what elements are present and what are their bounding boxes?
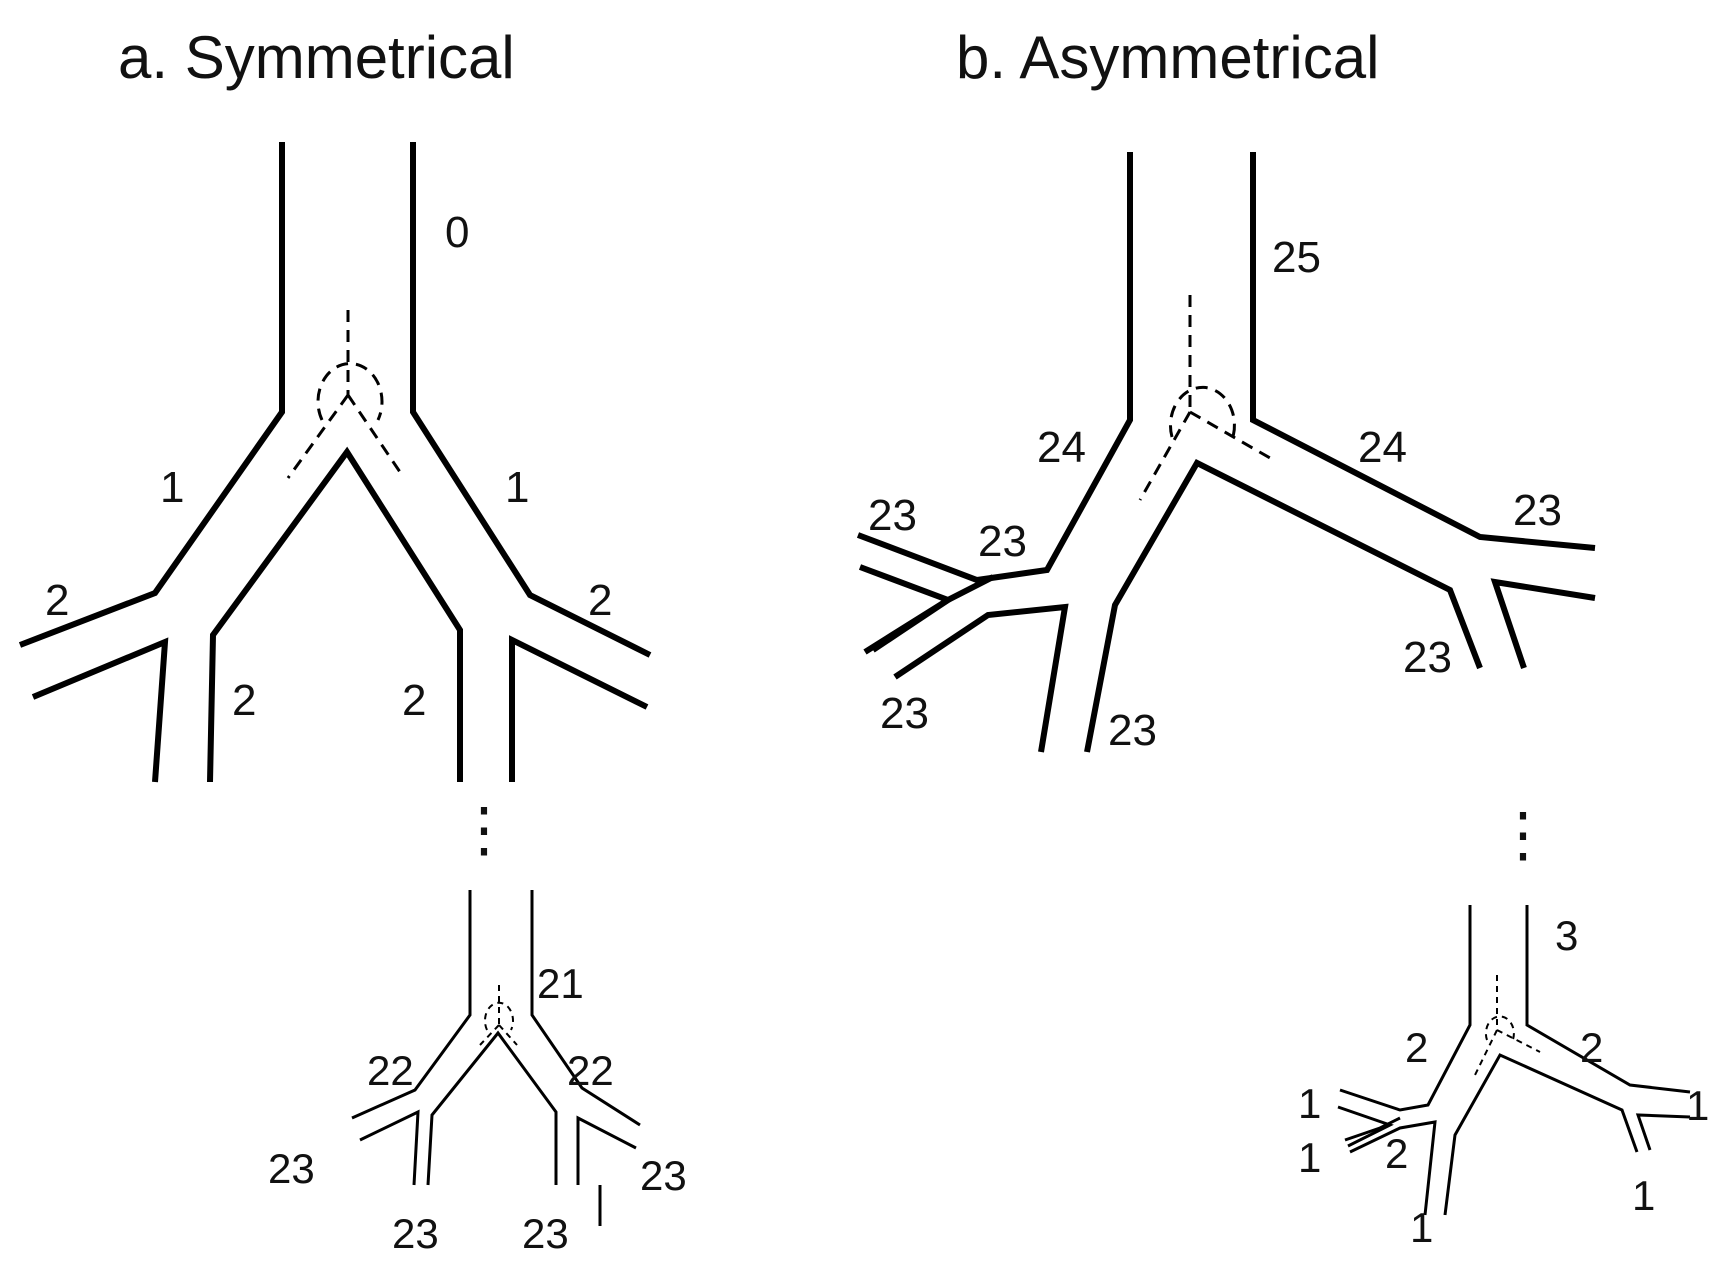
branch-wall	[18, 142, 285, 648]
branch-wall	[1344, 1116, 1401, 1142]
branch-wall	[359, 1109, 420, 1186]
generation-label: 21	[537, 960, 584, 1007]
axis-dashed-line	[286, 394, 350, 479]
branch-wall	[1337, 1105, 1394, 1148]
branch-wall	[856, 152, 1133, 584]
generation-label: 23	[978, 517, 1027, 566]
generation-label: 24	[1037, 423, 1086, 472]
generation-label: 24	[1358, 423, 1407, 472]
generation-label: 22	[567, 1047, 614, 1094]
generation-label: 23	[868, 491, 917, 540]
branch-wall	[1250, 152, 1596, 551]
generation-label: 2	[1405, 1024, 1428, 1071]
generation-label: 3	[1555, 912, 1578, 959]
branch-wall	[1339, 905, 1472, 1112]
generation-label: 1	[1632, 1172, 1655, 1219]
generation-label: 23	[640, 1152, 687, 1199]
generation-label: 2	[45, 576, 69, 625]
branching-angle-arc	[316, 362, 384, 421]
asymmetric-tree-upper	[856, 152, 1596, 753]
branching-angle-arc	[1168, 385, 1236, 441]
branch-wall	[1490, 578, 1596, 669]
branch-wall	[576, 1115, 637, 1185]
generation-label: 25	[1272, 233, 1321, 282]
generation-label: 23	[392, 1210, 439, 1257]
branch-wall	[1443, 1053, 1639, 1216]
branch-wall	[207, 446, 463, 783]
generation-label: 1	[1298, 1080, 1321, 1127]
axis-dashed-line	[479, 985, 518, 1046]
generation-label: 23	[522, 1210, 569, 1257]
branching-angle-arc	[1484, 1015, 1515, 1043]
branch-wall	[893, 603, 1069, 753]
branch-wall	[858, 564, 955, 653]
generation-label: 1	[505, 463, 529, 512]
generation-label: 1	[1298, 1134, 1321, 1181]
generation-label: 23	[1403, 633, 1452, 682]
generation-label: 0	[445, 208, 469, 257]
generation-label: 22	[367, 1047, 414, 1094]
panel-a-title: a. Symmetrical	[118, 24, 515, 91]
panel-b-title: b. Asymmetrical	[956, 24, 1379, 91]
generation-label: 1	[1686, 1082, 1709, 1129]
generation-label: 2	[1385, 1130, 1408, 1177]
axis-dashed-line	[1474, 975, 1541, 1076]
generation-label: 23	[268, 1145, 315, 1192]
generation-label: 1	[1410, 1204, 1433, 1251]
branch-wall	[1635, 1113, 1691, 1151]
branch-wall	[351, 890, 472, 1120]
branching-angle-arc	[484, 1001, 514, 1031]
generation-label: 23	[880, 689, 929, 738]
symmetric-tree-lower	[351, 890, 641, 1226]
generation-label: 2	[232, 676, 256, 725]
generation-label: 2	[1580, 1024, 1603, 1071]
branch-wall	[1525, 905, 1691, 1094]
generation-label: 2	[588, 576, 612, 625]
branch-wall	[1349, 1120, 1437, 1216]
asymmetric-tree-lower	[1337, 905, 1691, 1216]
generation-label: 23	[1513, 486, 1562, 535]
symmetric-tree-upper	[18, 142, 652, 783]
axis-dashed-line	[1189, 410, 1271, 460]
branch-wall	[426, 1030, 558, 1186]
branch-wall	[1084, 459, 1483, 753]
axis-dashed-line	[1138, 411, 1192, 501]
branch-wall	[530, 890, 641, 1127]
generation-label: 2	[402, 676, 426, 725]
ellipsis: ⋮	[454, 796, 514, 863]
axis-dashed-line	[346, 394, 402, 473]
generation-label: 23	[1108, 706, 1157, 755]
ellipsis: ⋮	[1493, 801, 1553, 868]
branch-wall	[31, 637, 169, 783]
generation-label: 1	[160, 463, 184, 512]
branch-wall	[509, 635, 649, 782]
branch-wall	[410, 142, 652, 658]
